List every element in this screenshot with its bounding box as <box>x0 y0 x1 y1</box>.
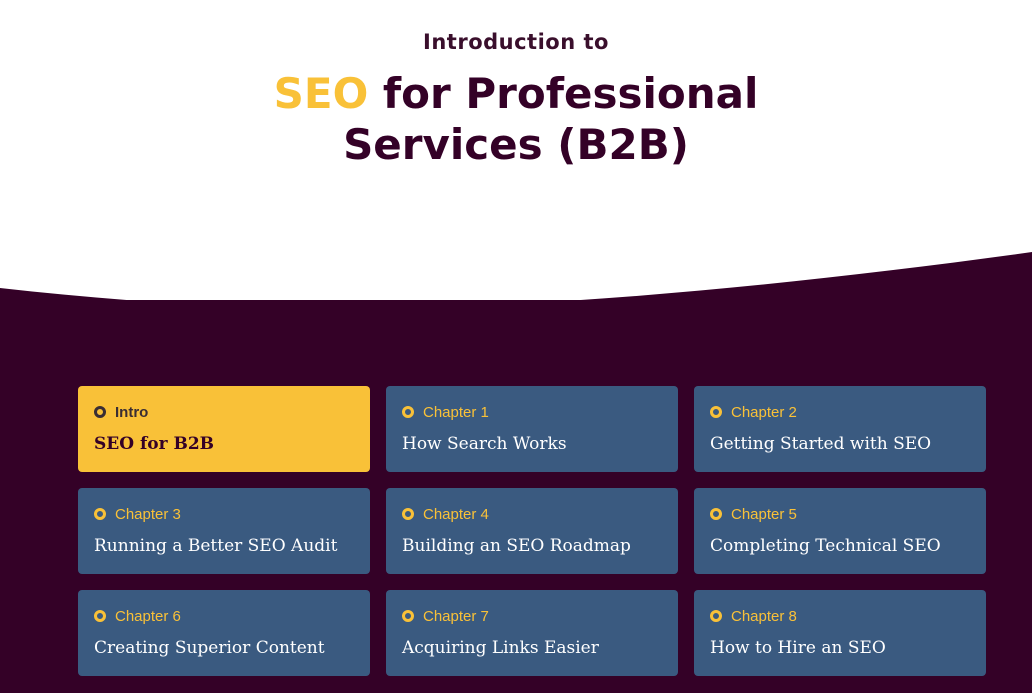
circle-dot-icon <box>94 406 106 418</box>
circle-dot-icon <box>402 508 414 520</box>
chapter-card-4[interactable]: Chapter 4 Building an SEO Roadmap <box>386 488 678 574</box>
chapter-title: Building an SEO Roadmap <box>402 536 631 556</box>
chapter-label-row: Chapter 8 <box>710 607 970 625</box>
chapter-card-1[interactable]: Chapter 1 How Search Works <box>386 386 678 472</box>
chapter-label-row: Chapter 4 <box>402 505 662 523</box>
hero-section: Introduction to SEO for Professional Ser… <box>0 0 1032 320</box>
chapter-title: Acquiring Links Easier <box>402 638 599 658</box>
chapter-label: Chapter 4 <box>423 505 489 523</box>
chapter-label: Chapter 7 <box>423 607 489 625</box>
chapter-card-intro[interactable]: Intro SEO for B2B <box>78 386 370 472</box>
chapter-title: Completing Technical SEO <box>710 536 941 556</box>
chapter-label-row: Chapter 2 <box>710 403 970 421</box>
circle-dot-icon <box>710 610 722 622</box>
chapter-grid: Intro SEO for B2B Chapter 1 How Search W… <box>78 386 986 676</box>
circle-dot-icon <box>710 406 722 418</box>
chapter-card-7[interactable]: Chapter 7 Acquiring Links Easier <box>386 590 678 676</box>
chapter-title: Running a Better SEO Audit <box>94 536 338 556</box>
chapter-title: How Search Works <box>402 434 567 454</box>
title-line2: Services (B2B) <box>343 120 689 169</box>
chapter-label: Chapter 5 <box>731 505 797 523</box>
chapter-title: Creating Superior Content <box>94 638 325 658</box>
title-line1-rest: for Professional <box>368 69 759 118</box>
chapter-label-row: Chapter 7 <box>402 607 662 625</box>
circle-dot-icon <box>94 610 106 622</box>
chapter-label-row: Intro <box>94 403 354 421</box>
chapter-card-8[interactable]: Chapter 8 How to Hire an SEO <box>694 590 986 676</box>
chapter-label-row: Chapter 3 <box>94 505 354 523</box>
page-title: SEO for Professional Services (B2B) <box>0 68 1032 170</box>
circle-dot-icon <box>402 406 414 418</box>
chapter-label: Chapter 6 <box>115 607 181 625</box>
circle-dot-icon <box>94 508 106 520</box>
chapter-label: Chapter 1 <box>423 403 489 421</box>
chapter-label-row: Chapter 1 <box>402 403 662 421</box>
chapter-card-2[interactable]: Chapter 2 Getting Started with SEO <box>694 386 986 472</box>
circle-dot-icon <box>710 508 722 520</box>
chapter-label-row: Chapter 6 <box>94 607 354 625</box>
chapter-title: Getting Started with SEO <box>710 434 932 454</box>
chapter-label: Intro <box>115 403 149 421</box>
circle-dot-icon <box>402 610 414 622</box>
chapter-card-6[interactable]: Chapter 6 Creating Superior Content <box>78 590 370 676</box>
chapter-label: Chapter 8 <box>731 607 797 625</box>
chapter-title: How to Hire an SEO <box>710 638 886 658</box>
chapter-card-3[interactable]: Chapter 3 Running a Better SEO Audit <box>78 488 370 574</box>
title-accent: SEO <box>273 69 369 118</box>
chapter-label: Chapter 3 <box>115 505 181 523</box>
hero-kicker: Introduction to <box>423 30 609 54</box>
chapter-title: SEO for B2B <box>94 434 215 454</box>
chapter-label-row: Chapter 5 <box>710 505 970 523</box>
chapter-card-5[interactable]: Chapter 5 Completing Technical SEO <box>694 488 986 574</box>
chapter-label: Chapter 2 <box>731 403 797 421</box>
